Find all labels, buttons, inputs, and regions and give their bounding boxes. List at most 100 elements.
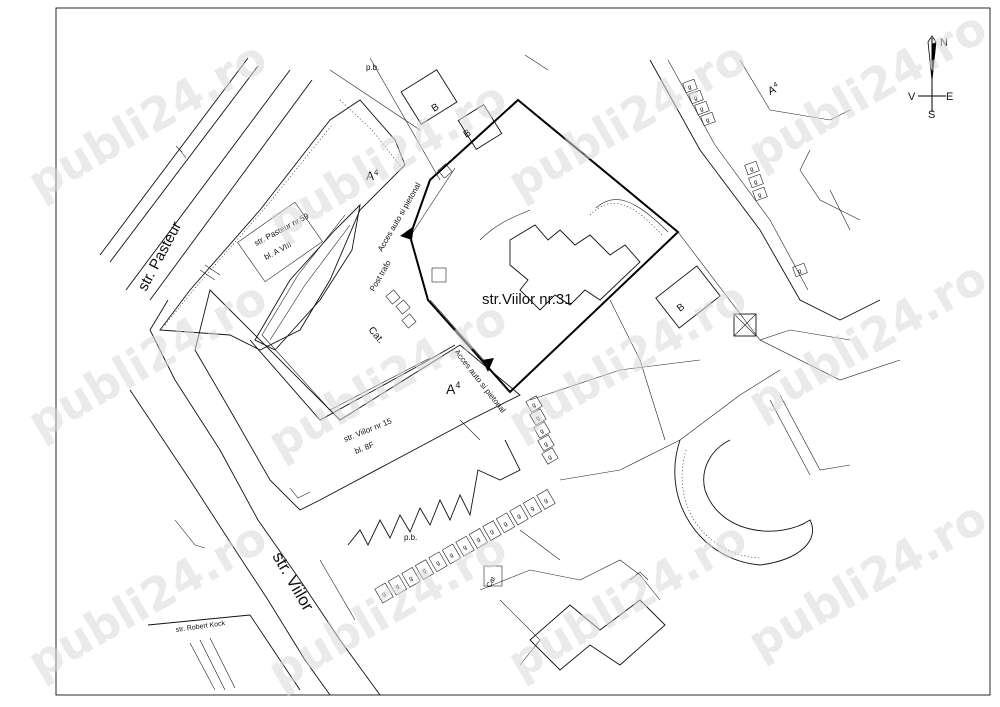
garage-label: g xyxy=(543,441,549,448)
compass-icon: N V E S xyxy=(908,35,953,121)
garage-unit: g xyxy=(536,489,556,510)
garage-unit: g xyxy=(428,551,448,573)
watermark: publi24.ro xyxy=(499,510,756,690)
label-cat-1: Cat. xyxy=(366,325,386,346)
garage-label: g xyxy=(753,179,758,186)
garage-unit: g xyxy=(441,543,462,565)
garage-unit: g xyxy=(700,111,716,127)
garage-label: g xyxy=(530,505,536,512)
top-buildings-b xyxy=(329,54,549,181)
street-pasteur-lines xyxy=(99,57,313,301)
garage-unit: g xyxy=(529,408,547,426)
garage-unit: g xyxy=(401,567,421,588)
label-pb-mid: p.b. xyxy=(404,533,417,542)
street-label-pasteur: str. Pasteur xyxy=(135,219,186,294)
garage-label: g xyxy=(705,117,710,124)
garage-unit: g xyxy=(525,395,543,413)
garage-label: g xyxy=(408,576,414,583)
parking-stalls-trafo xyxy=(385,163,453,329)
garage-unit: g xyxy=(495,512,516,534)
garage-label: g xyxy=(535,415,541,422)
watermark: publi24.ro xyxy=(19,30,276,210)
garage-unit: g xyxy=(533,421,551,439)
garage-label: g xyxy=(687,84,692,91)
garage-label: g xyxy=(531,402,537,409)
watermark: publi24.ro xyxy=(259,70,516,250)
garage-label: g xyxy=(749,166,754,173)
garage-label: g xyxy=(797,268,802,275)
street-robert-kock-lines xyxy=(147,614,301,691)
block-viilor-15 xyxy=(194,289,521,511)
garage-label: g xyxy=(462,544,468,551)
compass-n: N xyxy=(940,37,948,49)
parcel-building xyxy=(479,199,669,311)
playground-zigzag xyxy=(347,439,521,546)
zone-label-a4-2: A4 xyxy=(446,380,460,397)
watermark: publi24.ro xyxy=(259,520,516,700)
garage-label: g xyxy=(547,454,553,461)
garage-unit: g xyxy=(792,262,808,278)
right-side-structures xyxy=(529,59,901,566)
garage-unit: g xyxy=(522,496,543,518)
compass-v: V xyxy=(908,91,916,103)
garage-unit: g xyxy=(752,186,768,202)
garage-unit: g xyxy=(509,504,529,526)
label-b-1: B xyxy=(430,102,442,115)
zone-label-a4-1: A4 xyxy=(366,168,379,183)
garage-label: g xyxy=(435,560,441,567)
garage-label: g xyxy=(503,521,509,528)
street-viilor-lines xyxy=(129,299,381,696)
label-pb-top: p.b. xyxy=(366,63,379,72)
garage-label: g xyxy=(516,513,522,520)
garage-label: g xyxy=(489,529,495,536)
garage-unit: g xyxy=(744,160,760,176)
garage-unit: g xyxy=(374,582,394,604)
label-cat-2: Cat xyxy=(486,576,498,589)
watermark: publi24.ro xyxy=(19,510,276,690)
garage-label: g xyxy=(543,498,549,505)
garage-unit: g xyxy=(541,447,559,465)
label-b-2: B xyxy=(462,128,474,141)
zone-label-a4-3: A4 xyxy=(766,81,782,98)
garage-label: g xyxy=(449,552,455,559)
garage-unit: g xyxy=(688,89,704,105)
garage-unit: g xyxy=(414,559,435,580)
access-arrow-top xyxy=(400,226,414,240)
garage-unit: g xyxy=(387,574,408,596)
watermark: publi24.ro xyxy=(739,0,996,180)
garage-label: g xyxy=(395,583,401,590)
building-label-viilor-bl: bl. 8F xyxy=(353,440,375,456)
garage-unit: g xyxy=(455,535,475,557)
garage-label: g xyxy=(476,537,482,544)
garage-unit: g xyxy=(537,434,555,452)
garage-label: g xyxy=(693,95,698,102)
block-pasteur-59 xyxy=(159,99,406,351)
garage-unit: g xyxy=(482,520,502,541)
street-label-viilor: str. Viilor xyxy=(269,549,318,615)
watermark: publi24.ro xyxy=(499,30,756,210)
label-post-trafo: Post trafo xyxy=(368,258,393,293)
drawing-frame xyxy=(55,7,991,696)
street-label-robert-kock: str. Robert Kock xyxy=(175,620,226,634)
compass-e: E xyxy=(946,91,953,103)
garage-label: g xyxy=(757,192,762,199)
watermark: publi24.ro xyxy=(739,490,996,670)
garage-unit: g xyxy=(468,528,489,549)
garage-label: g xyxy=(381,591,387,598)
compass-s: S xyxy=(928,109,935,121)
parcel-label: str.Viilor nr.31 xyxy=(482,291,573,308)
garage-unit: g xyxy=(682,78,698,94)
garage-label: g xyxy=(539,428,545,435)
garage-label: g xyxy=(699,106,704,113)
garage-unit: g xyxy=(694,100,710,116)
bottom-right-buildings xyxy=(479,529,666,671)
watermark: publi24.ro xyxy=(739,250,996,430)
garage-label: g xyxy=(422,568,428,575)
watermark-layer: publi24.ro publi24.ro publi24.ro publi24… xyxy=(19,0,996,700)
small-structure xyxy=(431,267,447,283)
